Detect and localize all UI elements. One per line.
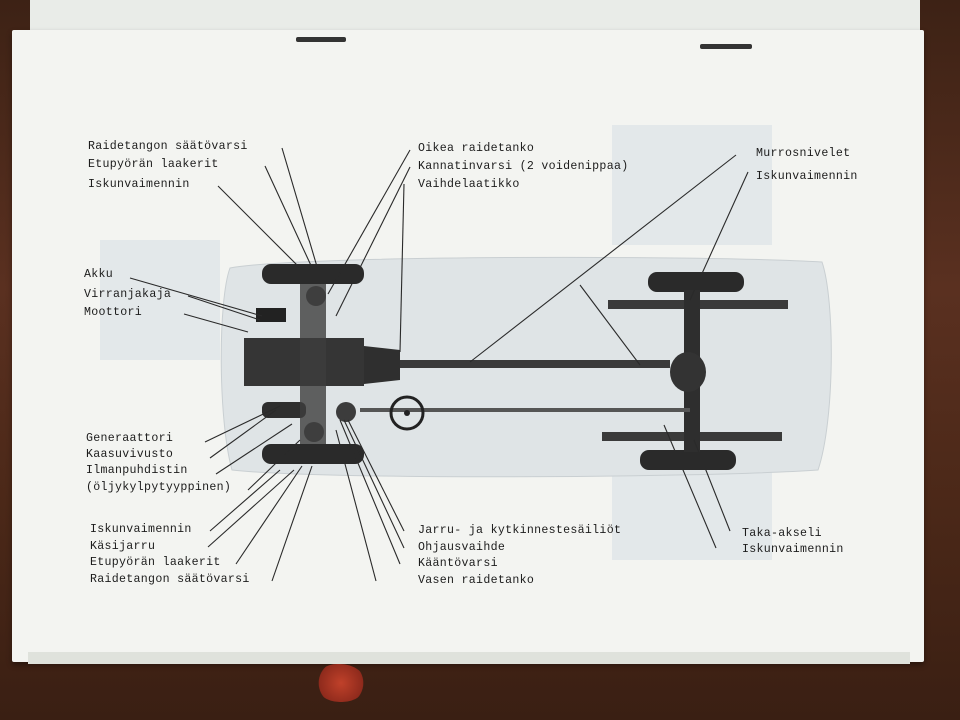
label-steering-box: Ohjausvaihde	[418, 541, 506, 554]
label-shock-absorber-front-top: Iskunvaimennin	[88, 178, 190, 191]
rear-wheel-bottom	[640, 450, 736, 470]
label-front-wheel-bearings-top: Etupyörän laakerit	[88, 158, 219, 171]
label-distributor: Virranjakaja	[84, 288, 172, 301]
label-universal-joints: Murrosnivelet	[756, 147, 851, 160]
rear-wheel-top	[648, 272, 744, 292]
label-tie-rod-adjuster-bottom: Raidetangon säätövarsi	[90, 573, 250, 586]
steering-box	[336, 402, 356, 422]
gearbox	[364, 346, 400, 384]
background-panel	[612, 470, 772, 560]
front-wheel-top	[262, 264, 364, 284]
staple	[296, 37, 346, 42]
page-stack-edge	[28, 652, 910, 664]
brake-rod	[360, 408, 690, 412]
label-support-arm: Kannatinvarsi (2 voidenippaa)	[418, 160, 629, 173]
staple	[700, 44, 752, 49]
label-shock-absorber-front-bottom: Iskunvaimennin	[90, 523, 192, 536]
red-wax-stain	[316, 664, 366, 702]
label-air-cleaner: Ilmanpuhdistin	[86, 464, 188, 477]
leader-lines	[129, 147, 749, 582]
label-left-tie-rod: Vasen raidetanko	[418, 574, 535, 587]
label-shock-absorber-rear-top: Iskunvaimennin	[756, 170, 858, 183]
label-throttle-linkage: Kaasuvivusto	[86, 448, 174, 461]
generator	[262, 402, 306, 418]
label-gearbox: Vaihdelaatikko	[418, 178, 520, 191]
differential	[670, 352, 706, 392]
label-pitman-arm: Kääntövarsi	[418, 557, 498, 570]
front-crossmember	[300, 284, 326, 444]
label-engine: Moottori	[84, 306, 143, 319]
label-brake-clutch-reservoirs: Jarru- ja kytkinnestesäiliöt	[418, 524, 622, 537]
label-battery: Akku	[84, 268, 114, 281]
front-wheel-bottom	[262, 444, 364, 464]
drive-shaft	[400, 360, 670, 368]
label-rear-axle: Taka-akseli	[742, 527, 822, 540]
label-hand-brake: Käsijarru	[90, 540, 156, 553]
battery	[256, 308, 286, 322]
label-right-tie-rod: Oikea raidetanko	[418, 142, 535, 155]
label-front-wheel-bearings-bottom: Etupyörän laakerit	[90, 556, 221, 569]
label-oil-bath-type: (öljykylpytyyppinen)	[86, 481, 232, 494]
label-tie-rod-adjuster-top: Raidetangon säätövarsi	[88, 140, 248, 153]
label-generator: Generaattori	[86, 432, 174, 445]
steering-wheel	[389, 395, 425, 431]
background-panel	[612, 125, 772, 245]
label-shock-absorber-rear-bottom: Iskunvaimennin	[742, 543, 844, 556]
